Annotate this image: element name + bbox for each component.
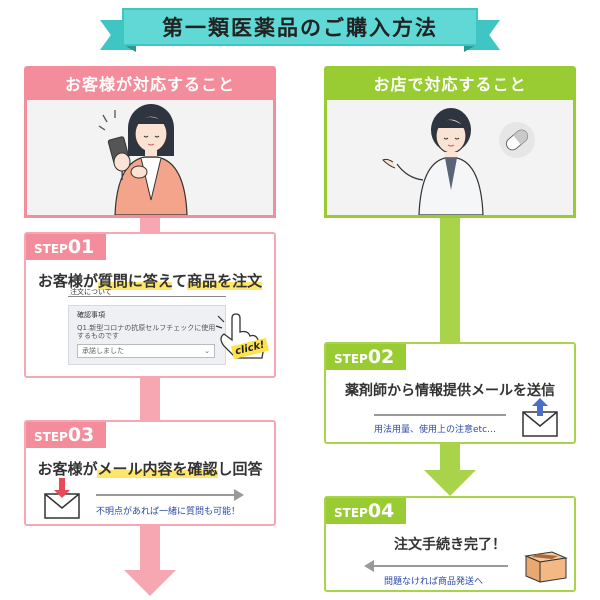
envelope-send-icon <box>522 398 558 437</box>
step-03-heading: お客様がメール内容を確認し回答 <box>37 460 263 478</box>
store-hero <box>324 100 576 218</box>
envelope-receive-icon <box>44 478 80 519</box>
step-03-note: 不明点があれば一緒に質問も可能！ <box>96 507 241 517</box>
pharmacist-icon <box>382 108 484 216</box>
order-form-subtitle: 確認事項 <box>77 311 105 319</box>
chevron-down-icon: ⌄ <box>204 347 210 355</box>
store-column-header: お店で対応すること <box>324 66 576 100</box>
title-banner: 第一類医薬品のご購入方法 <box>100 8 500 54</box>
woman-with-phone-icon <box>98 104 188 216</box>
step-04-note: 問題なければ商品発送へ <box>384 577 484 587</box>
order-form-mock: 注文について 確認事項 Q1.新型コロナの抗原セルフチェックに使用するものです … <box>68 288 226 374</box>
step-04-heading: 注文手続き完了！ <box>394 537 506 553</box>
flow-arrow-customer <box>124 570 176 596</box>
order-form-select[interactable]: 承諾しました⌄ <box>77 344 215 358</box>
step-02-heading: 薬剤師から情報提供メールを送信 <box>345 383 555 399</box>
step-03-arrow <box>96 494 236 496</box>
flow-arrow-store <box>424 470 476 496</box>
step-02-note: 用法用量、使用上の注意etc… <box>374 425 497 435</box>
order-form-title: 注文について <box>70 288 112 296</box>
order-form-question: Q1.新型コロナの抗原セルフチェックに使用するものです <box>77 324 216 340</box>
step-02-arrow <box>374 414 506 416</box>
capsule-icon <box>499 122 535 158</box>
page-title: 第一類医薬品のご購入方法 <box>162 16 438 40</box>
step-01-heading: お客様が質問に答えて商品を注文 <box>37 272 263 290</box>
box-icon <box>524 551 568 583</box>
customer-column-header: お客様が対応すること <box>24 66 276 100</box>
step-04-arrow <box>372 565 508 567</box>
customer-hero <box>24 100 276 218</box>
